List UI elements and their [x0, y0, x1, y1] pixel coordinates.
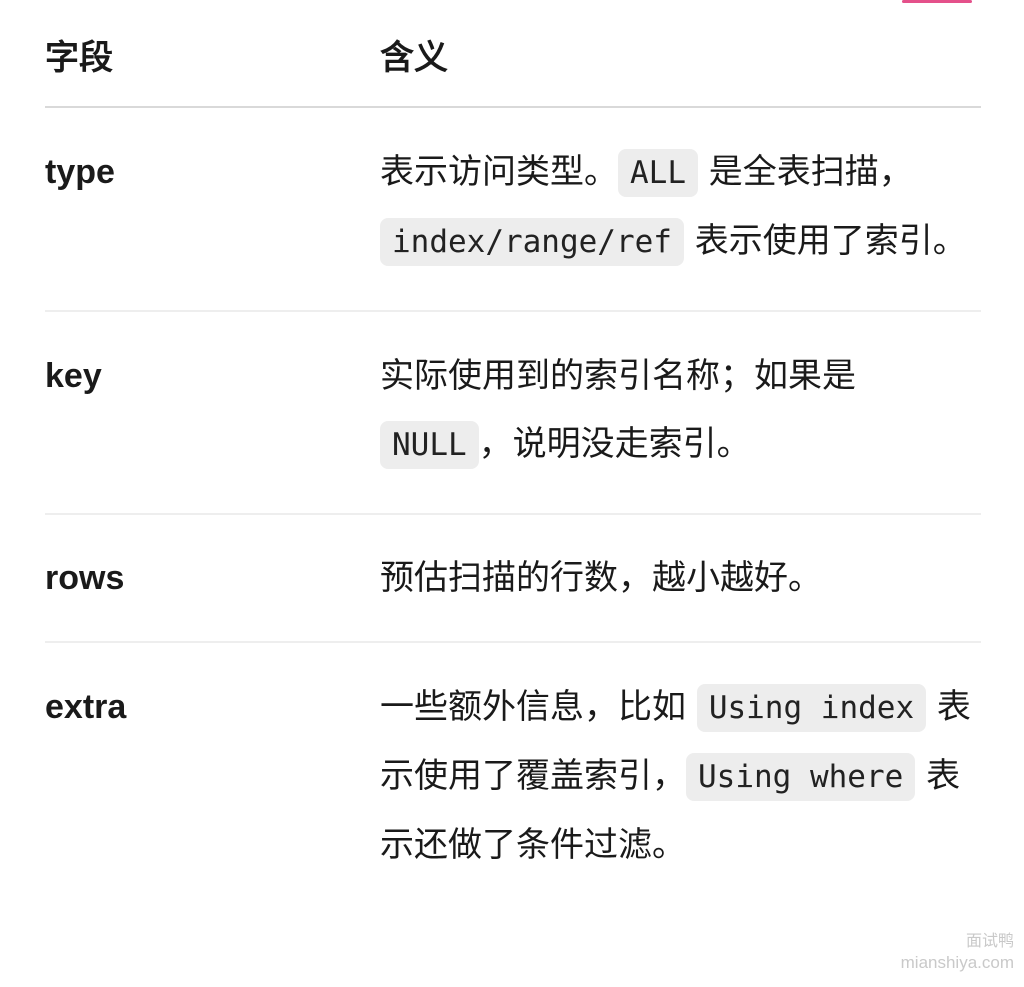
field-type: type [45, 107, 380, 312]
table-row-extra: extra 一些额外信息，比如 Using index 表示使用了覆盖索引，Us… [45, 642, 981, 879]
table-row-key: key 实际使用到的索引名称；如果是 NULL，说明没走索引。 [45, 311, 981, 515]
desc-rows: 预估扫描的行数，越小越好。 [380, 514, 981, 643]
desc-text: 表示使用了覆盖索引， [380, 687, 971, 796]
field-key: key [45, 311, 380, 515]
header-field: 字段 [45, 24, 380, 108]
desc-key: 实际使用到的索引名称；如果是 NULL，说明没走索引。 [380, 311, 981, 515]
table-header-row: 字段 含义 [45, 24, 981, 108]
table-row-rows: rows 预估扫描的行数，越小越好。 [45, 514, 981, 643]
desc-type: 表示访问类型。ALL 是全表扫描， index/range/ref 表示使用了索引… [380, 107, 981, 312]
desc-text: 一些额外信息，比如 [380, 687, 697, 727]
top-accent-bar [902, 0, 972, 3]
header-meaning: 含义 [380, 24, 981, 108]
watermark-cn: 面试鸭 [965, 933, 1014, 950]
desc-text: 表示使用了索引。 [683, 221, 967, 261]
field-rows: rows [45, 514, 380, 643]
code-index-range-ref: index/range/ref [380, 218, 684, 266]
field-table: 字段 含义 type 表示访问类型。ALL 是全表扫描， index/range/… [45, 24, 981, 879]
watermark: 面试鸭 mianshiya.com [901, 932, 1014, 973]
code-null: NULL [380, 421, 479, 469]
table-row-type: type 表示访问类型。ALL 是全表扫描， index/range/ref 表示… [45, 107, 981, 312]
desc-text: 表示还做了条件过滤。 [380, 756, 961, 865]
desc-text: 表示访问类型。 [380, 152, 618, 192]
desc-text: 是全表扫描， [698, 152, 913, 192]
field-extra: extra [45, 688, 127, 726]
code-using-index: Using index [696, 684, 927, 732]
desc-text: 预估扫描的行数，越小越好。 [380, 558, 822, 598]
code-using-where: Using where [686, 753, 916, 801]
watermark-en: mianshiya.com [900, 953, 1014, 972]
desc-extra: 一些额外信息，比如 Using index 表示使用了覆盖索引，Using wh… [380, 642, 981, 879]
desc-text: 实际使用到的索引名称；如果是 [380, 356, 856, 396]
code-all: ALL [618, 149, 698, 197]
desc-text: ，说明没走索引。 [478, 424, 751, 464]
